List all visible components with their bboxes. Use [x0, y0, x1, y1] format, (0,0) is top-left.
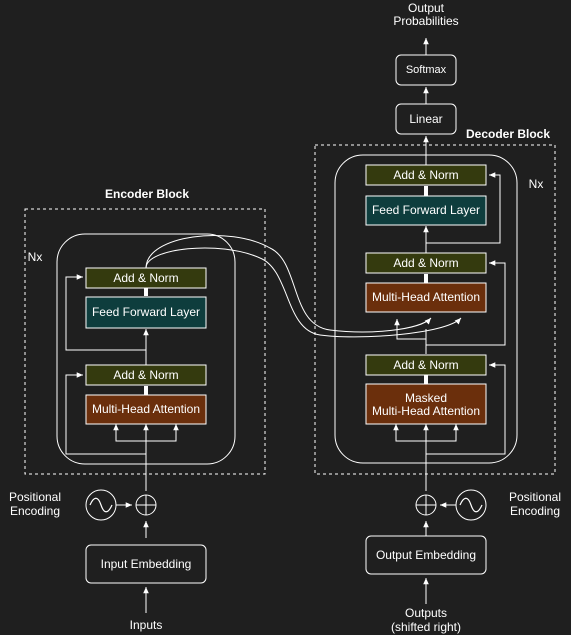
decoder-add-norm-mid-label: Add & Norm	[393, 256, 458, 270]
decoder-add-norm-top-label: Add & Norm	[393, 168, 458, 182]
encoder-pos-encoding-label-2: Encoding	[10, 504, 60, 518]
decoder-pos-encoding-label-1: Positional	[509, 490, 561, 504]
input-embedding-label: Input Embedding	[101, 557, 192, 571]
decoder-connections	[393, 38, 506, 604]
decoder-block-title: Decoder Block	[466, 127, 550, 141]
linear-label: Linear	[409, 112, 442, 126]
decoder-nx-label: Nx	[529, 177, 544, 191]
encoder-nx-label: Nx	[28, 250, 43, 264]
outputs-label-2: (shifted right)	[391, 620, 461, 634]
encoder-mha-label: Multi-Head Attention	[92, 402, 200, 416]
softmax-label: Softmax	[406, 64, 447, 76]
decoder-masked-mha-label-2: Multi-Head Attention	[372, 404, 480, 418]
decoder-ffn-label: Feed Forward Layer	[372, 203, 480, 217]
encoder-ffn-box	[85, 296, 207, 329]
encoder-connections	[65, 235, 462, 538]
encoder-pos-encoding-icon	[85, 489, 117, 521]
decoder-add-norm-mid-box	[365, 252, 487, 274]
decoder-pos-encoding-label-2: Encoding	[510, 504, 560, 518]
encoder-sine-wave	[89, 497, 113, 513]
output-embedding-label: Output Embedding	[376, 548, 476, 562]
encoder-pos-encoding-label-1: Positional	[9, 490, 61, 504]
encoder-block-title: Encoder Block	[105, 187, 189, 201]
output-probabilities-label-1: Output	[408, 1, 445, 15]
decoder-cross-mha-box	[365, 282, 487, 313]
encoder-add-norm-top-box	[85, 267, 207, 289]
decoder-add-norm-bottom-label: Add & Norm	[393, 358, 458, 372]
decoder-cross-mha-label: Multi-Head Attention	[372, 290, 480, 304]
decoder-masked-mha-box	[365, 383, 487, 425]
decoder-add-norm-top-box	[365, 164, 487, 186]
inputs-label: Inputs	[130, 618, 163, 632]
softmax-box	[395, 54, 457, 86]
decoder-sine-wave	[459, 497, 483, 513]
encoder-add-norm-bottom-label: Add & Norm	[113, 368, 178, 382]
encoder-block-frame	[24, 208, 266, 475]
output-embedding-box	[365, 535, 487, 575]
decoder-masked-mha-label-1: Masked	[405, 391, 447, 405]
decoder-add-norm-bottom-box	[365, 354, 487, 376]
linear-box	[395, 103, 457, 135]
outputs-label-1: Outputs	[405, 606, 447, 620]
encoder-add-norm-bottom-box	[85, 364, 207, 386]
input-embedding-box	[85, 544, 207, 584]
encoder-ffn-label: Feed Forward Layer	[92, 305, 200, 319]
decoder-block-frame	[314, 144, 556, 475]
output-probabilities-label-2: Probabilities	[393, 14, 458, 28]
encoder-add-norm-top-label: Add & Norm	[113, 271, 178, 285]
decoder-pos-encoding-icon	[455, 489, 487, 521]
decoder-ffn-box	[365, 195, 487, 226]
encoder-mha-box	[85, 394, 207, 425]
